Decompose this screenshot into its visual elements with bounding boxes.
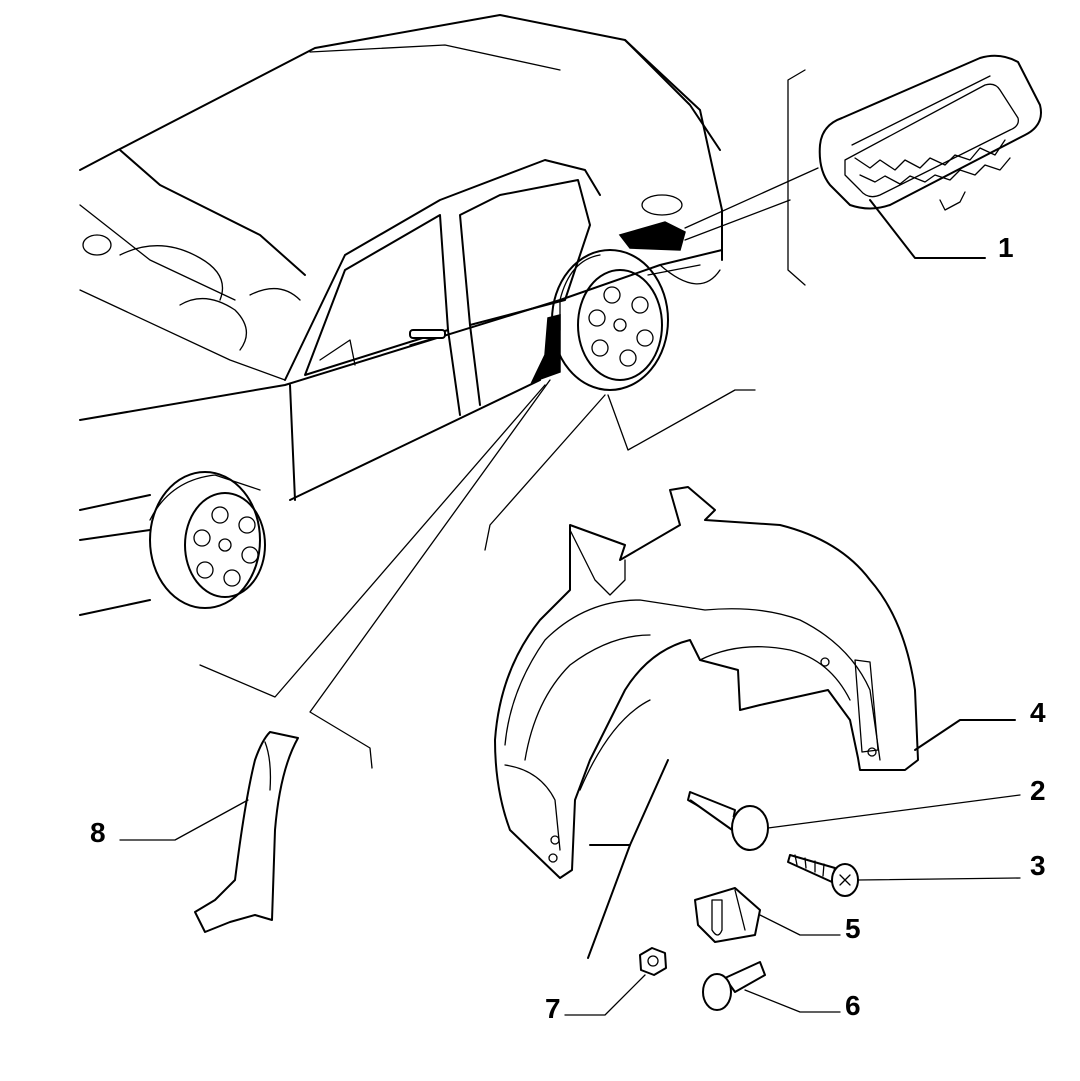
part-7-nut: [564, 947, 667, 1016]
callout-8: 8: [90, 817, 106, 848]
callout-1: 1: [998, 232, 1014, 263]
part-5-clip: [694, 887, 841, 943]
rear-wheel: [551, 249, 669, 391]
callout-7: 7: [545, 993, 561, 1024]
callout-2: 2: [1030, 775, 1046, 806]
callout-labels: 1 2 3 4 5 6 7 8: [90, 232, 1046, 1024]
part-8-trim-panel: [119, 731, 299, 933]
callout-5: 5: [845, 913, 861, 944]
callout-6: 6: [845, 990, 861, 1021]
part-4-wheel-arch-liner: [494, 486, 1016, 959]
part-6-bolt: [702, 961, 841, 1013]
part-3-screw: [787, 854, 1021, 897]
callout-4: 4: [1030, 697, 1046, 728]
part-2-rivet: [687, 791, 1021, 851]
part-1-vent-grille: [818, 54, 1042, 259]
car-illustration: [79, 14, 723, 616]
front-wheel: [149, 471, 266, 609]
callout-3: 3: [1030, 850, 1046, 881]
guide-lines: [199, 69, 819, 769]
